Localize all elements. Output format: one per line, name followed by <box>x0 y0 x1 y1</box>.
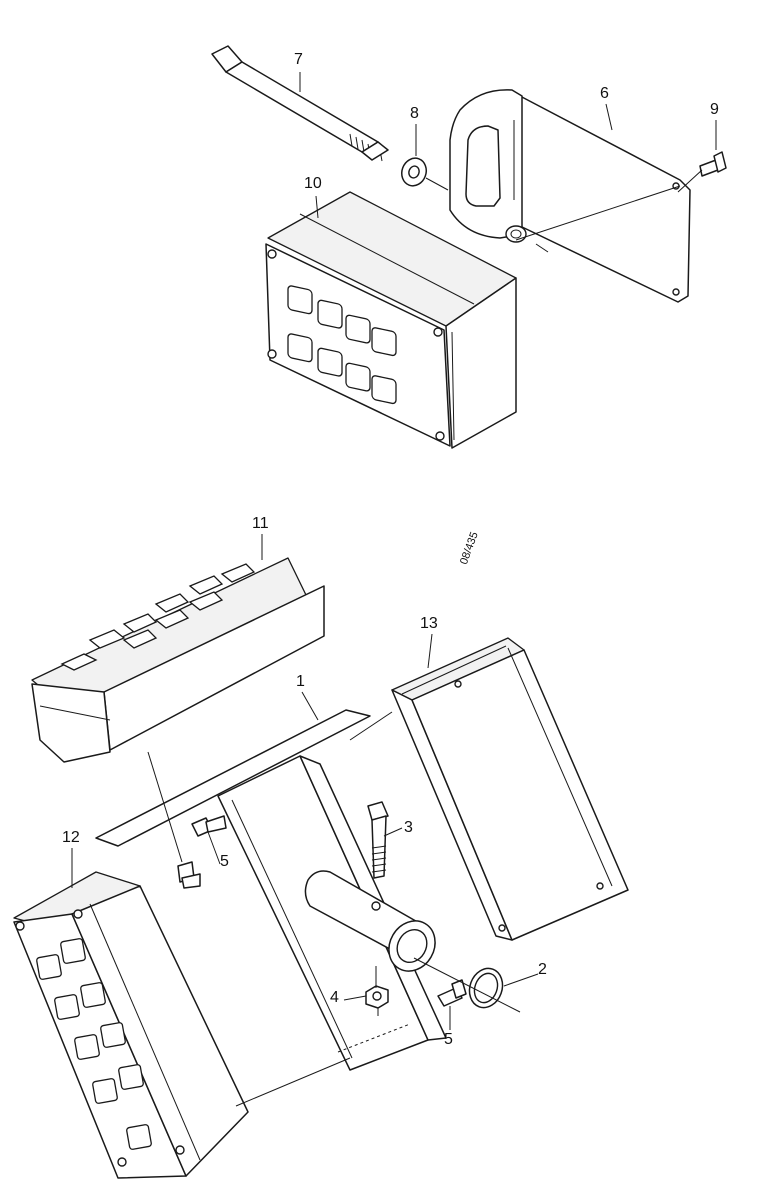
part-8-washer <box>400 157 428 187</box>
callout-10: 10 <box>304 175 322 192</box>
callout-13: 13 <box>420 615 438 632</box>
callout-7: 7 <box>294 51 303 68</box>
callout-9: 9 <box>710 101 719 118</box>
part-6-bracket <box>449 89 691 303</box>
part-12-keys <box>36 938 152 1150</box>
callout-6: 6 <box>600 85 609 102</box>
part-10-keys <box>287 285 397 405</box>
callout-4: 4 <box>330 989 339 1006</box>
callout-8: 8 <box>410 105 419 122</box>
part-12-keypad-box <box>13 871 249 1179</box>
part-13-box <box>391 637 629 941</box>
top-leaders <box>299 72 717 219</box>
part-11-keys <box>60 563 256 671</box>
bottom-leaders <box>71 534 539 1030</box>
part-5-screw-lower <box>437 979 467 1007</box>
callout-1: 1 <box>296 673 305 690</box>
part-9-screw <box>699 151 727 177</box>
part-11-keypad-box <box>31 557 325 763</box>
callout-5-upper: 5 <box>220 853 229 870</box>
callout-3: 3 <box>404 819 413 836</box>
callout-11: 11 <box>252 515 269 532</box>
part-4-nut <box>365 985 389 1009</box>
callout-5-lower: 5 <box>444 1031 453 1048</box>
part-3-bolt <box>367 801 389 879</box>
part-7-long-bolt <box>211 45 389 162</box>
part-10-keypad-box <box>265 191 517 449</box>
callout-12: 12 <box>62 829 80 846</box>
part-5-screw-upper <box>177 815 227 889</box>
part-2-ring <box>468 967 504 1009</box>
callout-2: 2 <box>538 961 547 978</box>
